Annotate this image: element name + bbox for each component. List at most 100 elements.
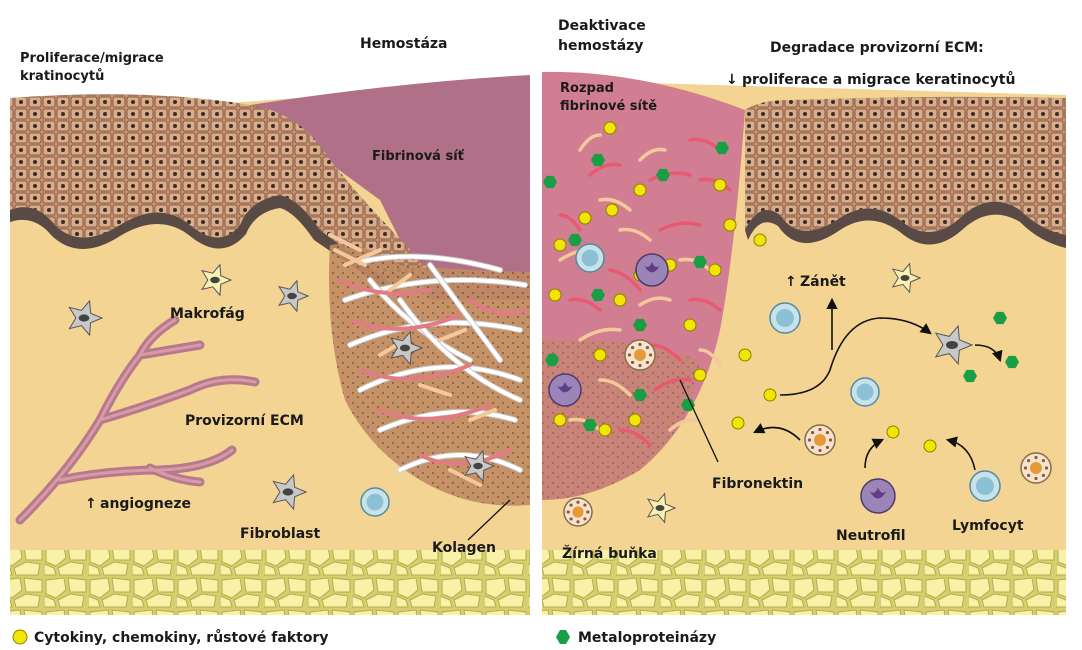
title-keratinocyte-proliferation: proliferace a migrace keratinocytů [742, 71, 1015, 88]
macrophage-cell-nucleus [901, 275, 910, 281]
cytokine-particle [629, 414, 641, 426]
cytokine-particle [887, 426, 899, 438]
fibroblast-cell-nucleus [79, 314, 90, 321]
cytokine-particle [732, 417, 744, 429]
mast-cell-granule [638, 364, 641, 367]
title-proliferation: Proliferace/migrace [20, 51, 164, 66]
mast-cell-granule [586, 510, 589, 513]
cytokine-particle [554, 414, 566, 426]
label-neutrophil: Neutrofil [836, 528, 906, 544]
label-lymphocyte: Lymfocyt [952, 518, 1024, 534]
mast-cell-granule [1034, 456, 1037, 459]
mast-cell-granule [583, 503, 586, 506]
lymphocyte-nucleus [776, 309, 794, 327]
mast-cell-granule [1042, 474, 1045, 477]
label-fibrin-net-2: fibrinové sítě [560, 99, 657, 114]
label-angiogenesis: angiogneze [100, 496, 191, 512]
label-fibronectin: Fibronektin [712, 476, 803, 492]
mast-cell-granule [808, 438, 811, 441]
cytokine-particle [684, 319, 696, 331]
mast-cell-nucleus [1030, 462, 1042, 474]
mast-cell-granule [646, 346, 649, 349]
mast-cell-granule [818, 428, 821, 431]
cytokine-particle [554, 239, 566, 251]
cytokine-particle [764, 389, 776, 401]
label-breakdown: Rozpad [560, 81, 614, 96]
lymphocyte-nucleus [857, 384, 874, 401]
cytokine-particle [634, 184, 646, 196]
title-deactivation: Deaktivace [558, 18, 646, 34]
mast-cell-granule [826, 446, 829, 449]
cytokine-particle [594, 349, 606, 361]
mast-cell-granule [576, 501, 579, 504]
mast-cell-granule [649, 353, 652, 356]
cytokine-particle [579, 212, 591, 224]
mast-cell-granule [1045, 466, 1048, 469]
legend: Cytokiny, chemokiny, růstové faktory Met… [13, 629, 716, 646]
title-hemostasis: Hemostáza [360, 36, 448, 52]
cytokine-particle [694, 369, 706, 381]
mast-cell-granule [583, 517, 586, 520]
mast-cell-granule [567, 510, 570, 513]
legend-cytokines: Cytokiny, chemokiny, růstové faktory [34, 629, 329, 646]
title-down-arrow: ↓ [726, 72, 738, 88]
cytokine-particle [599, 424, 611, 436]
fat-layer-left [10, 550, 530, 615]
label-inflammation: Zánět [800, 274, 846, 290]
mast-cell-nucleus [572, 506, 583, 517]
mast-cell-granule [646, 361, 649, 364]
legend-cytokine-swatch [13, 630, 27, 644]
cytokine-particle [614, 294, 626, 306]
label-provisional-ecm: Provizorní ECM [185, 413, 304, 429]
mast-cell-granule [829, 438, 832, 441]
mast-cell-granule [818, 449, 821, 452]
title-keratinocytes: kratinocytů [20, 69, 104, 84]
cytokine-particle [549, 289, 561, 301]
cytokine-particle [724, 219, 736, 231]
panel-divider [530, 60, 542, 620]
legend-mmps: Metaloproteinázy [578, 630, 716, 646]
lymphocyte-nucleus [976, 477, 994, 495]
cytokine-particle [709, 264, 721, 276]
cytokine-particle [739, 349, 751, 361]
label-macrophage: Makrofág [170, 306, 245, 322]
label-angiogenesis-arrow: ↑ [85, 496, 97, 512]
label-mast-cell: Žírná buňka [562, 545, 657, 562]
label-fibroblast: Fibroblast [240, 526, 321, 542]
mast-cell-granule [811, 431, 814, 434]
label-fibrin-net: Fibrinová síť [372, 149, 465, 164]
cytokine-particle [924, 440, 936, 452]
legend-mmp-swatch [556, 630, 570, 644]
cytokine-particle [714, 179, 726, 191]
fibroblast-cell-nucleus [473, 463, 483, 469]
mast-cell-granule [638, 343, 641, 346]
cytokine-particle [606, 204, 618, 216]
macrophage-cell-nucleus [210, 277, 220, 283]
mast-cell-granule [569, 503, 572, 506]
mast-cell-granule [1027, 474, 1030, 477]
mast-cell-granule [631, 361, 634, 364]
fibroblast-cell-nucleus [283, 488, 294, 495]
lymphocyte-nucleus [582, 250, 599, 267]
fibroblast-cell-nucleus [287, 293, 297, 299]
mast-cell-granule [811, 446, 814, 449]
mast-cell-granule [569, 517, 572, 520]
mast-cell-granule [1027, 459, 1030, 462]
mast-cell-granule [1042, 459, 1045, 462]
title-hemostasis-2: hemostázy [558, 38, 643, 54]
macrophage-cell-nucleus [656, 505, 665, 511]
mast-cell-granule [628, 353, 631, 356]
mast-cell-granule [826, 431, 829, 434]
mast-cell-granule [1024, 466, 1027, 469]
mast-cell-granule [1034, 477, 1037, 480]
cytokine-particle [604, 122, 616, 134]
mast-cell-nucleus [634, 349, 646, 361]
mast-cell-nucleus [814, 434, 826, 446]
label-inflammation-arrow: ↑ [785, 274, 797, 290]
title-degradation: Degradace provizorní ECM: [770, 40, 984, 56]
label-collagen: Kolagen [432, 540, 496, 556]
cytokine-particle [754, 234, 766, 246]
lymphocyte-nucleus [367, 494, 384, 511]
mast-cell-granule [576, 520, 579, 523]
